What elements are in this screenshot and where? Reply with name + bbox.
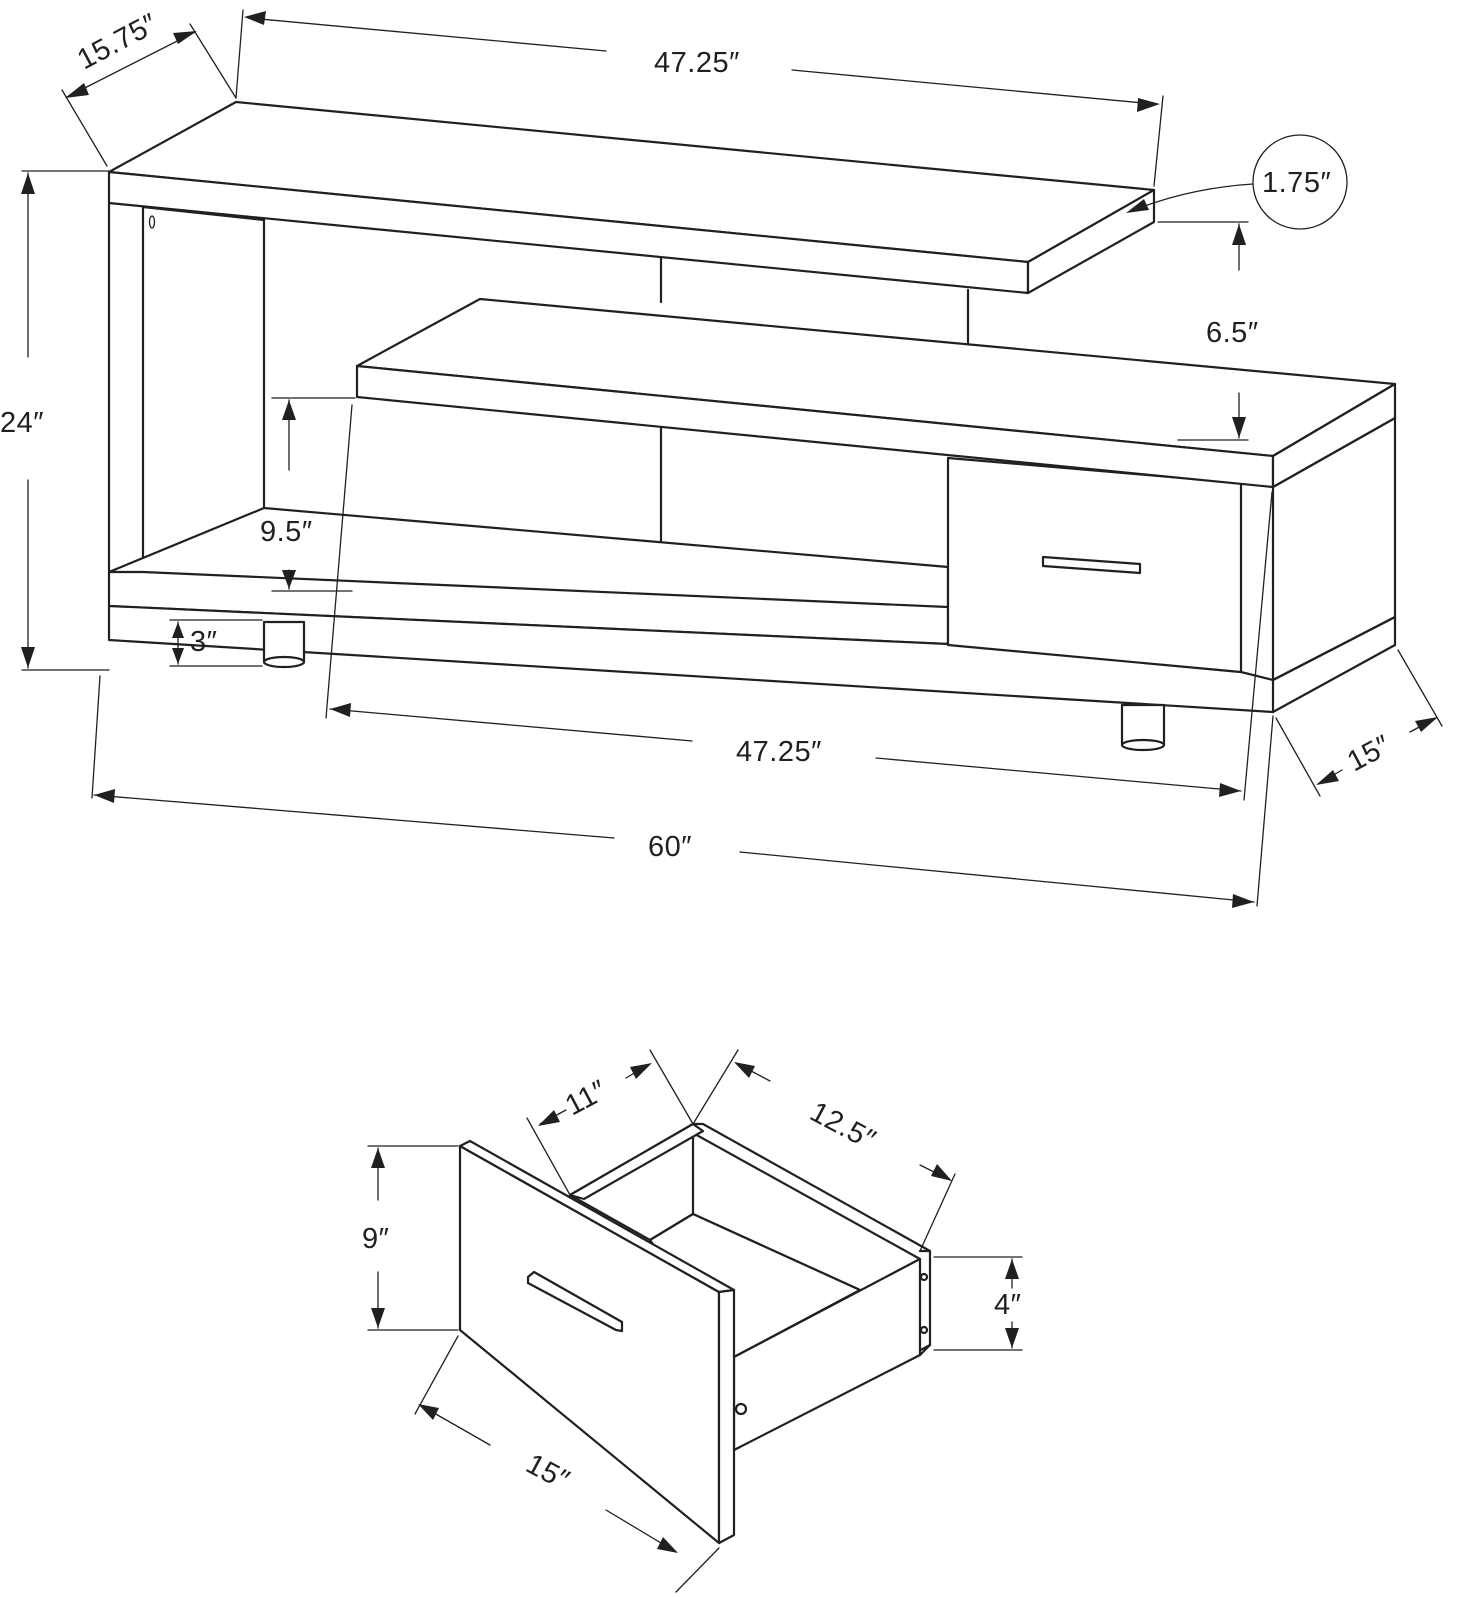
label-lower-opening: 9.5″ [260, 516, 313, 548]
label-leg-height: 3″ [190, 626, 217, 658]
label-drawer-inner-width: 11″ [560, 1074, 612, 1122]
label-drawer-front-width: 15″ [521, 1448, 575, 1497]
label-top-thickness: 1.75″ [1262, 167, 1331, 199]
label-top-depth: 15.75″ [72, 8, 163, 77]
left-side-panel [107, 201, 145, 574]
stand-drawer-handle [1041, 555, 1142, 575]
label-shelf-gap: 6.5″ [1206, 317, 1259, 349]
leg-front-left [262, 620, 306, 669]
drawer-front-handle [526, 1270, 624, 1333]
label-drawer-front-height: 9″ [362, 1223, 389, 1255]
leg-front-right [1120, 703, 1166, 752]
label-overall-width: 60″ [648, 831, 692, 863]
label-top-width: 47.25″ [654, 47, 740, 79]
drawer-dimension-lines [367, 1049, 1023, 1593]
label-drawer-box-height: 4″ [994, 1289, 1021, 1321]
label-overall-depth: 15″ [1342, 729, 1396, 778]
label-lower-shelf-width: 47.25″ [736, 736, 822, 768]
stand-dimension-lines [21, 9, 1443, 908]
drawer-drawing [458, 1122, 932, 1545]
tv-stand-drawing [107, 100, 1397, 752]
label-drawer-inner-depth: 12.5″ [805, 1096, 881, 1157]
label-overall-height: 24″ [0, 407, 44, 439]
